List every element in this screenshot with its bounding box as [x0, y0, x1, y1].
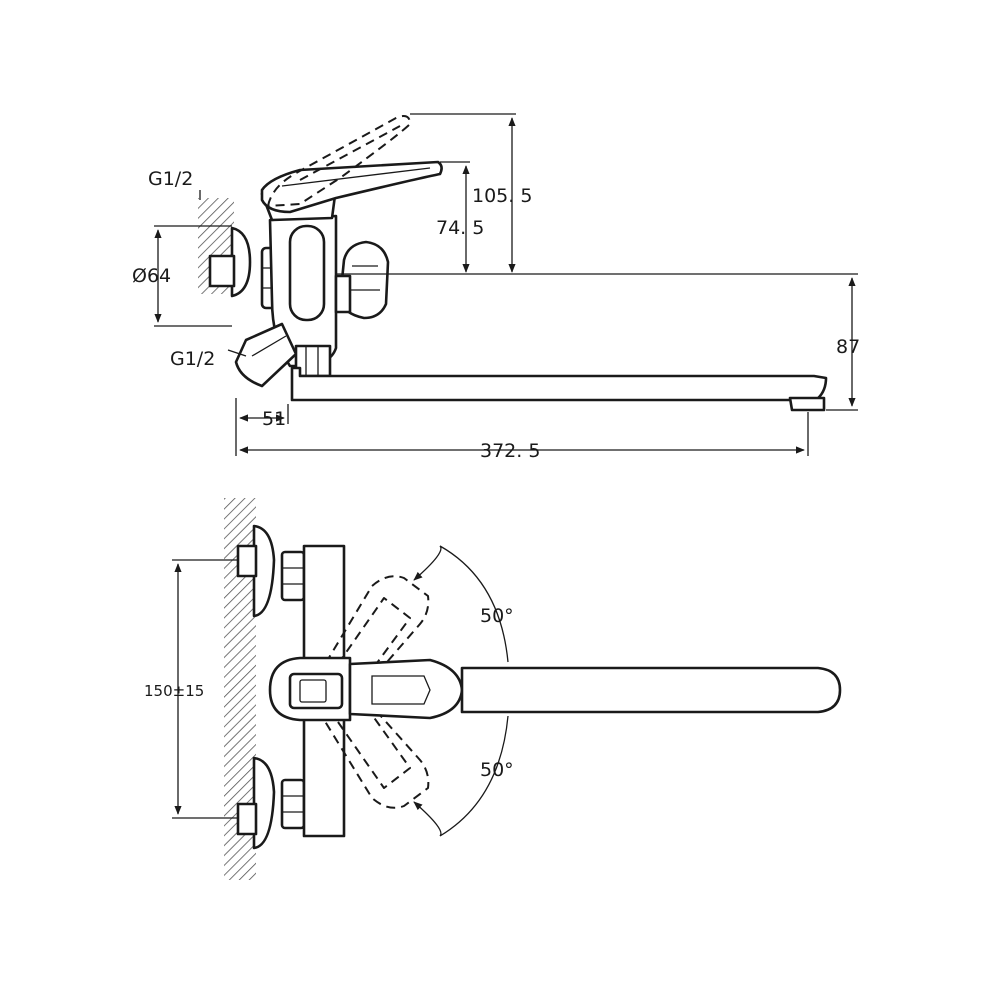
aerator-side: [788, 396, 826, 412]
lever-raised-dashed: [267, 115, 411, 207]
rotation-arc-upper: [413, 545, 509, 663]
height-lever-label: 74. 5: [436, 217, 484, 239]
side-view: G1/2 Ø64 G1/2 105. 5 74. 5 87 51 372. 5: [132, 113, 860, 462]
spout-drop-label: 87: [836, 336, 860, 358]
spout-side: [290, 366, 828, 402]
upper-nut: [280, 550, 306, 602]
handle-lever-top: [348, 658, 464, 720]
thread-bottom-label: G1/2: [170, 348, 215, 370]
wall-connector: [208, 254, 236, 288]
lower-flange: [252, 756, 276, 850]
handle-rotated-down-dashed: [317, 685, 430, 809]
diverter-knob: [338, 240, 390, 320]
handle-rotated-up-dashed: [317, 575, 430, 701]
spout-reach-label: 372. 5: [480, 440, 540, 462]
diameter-label: Ø64: [132, 265, 171, 287]
offset-label: 51: [262, 408, 286, 430]
top-view: 50° 50° 150±15: [144, 498, 842, 880]
thread-top-label: G1/2: [148, 168, 193, 190]
upper-flange: [252, 524, 276, 618]
rotation-upper-label: 50°: [480, 605, 514, 627]
lower-wall-connector: [236, 802, 258, 836]
spout-top: [460, 666, 842, 714]
lower-nut: [280, 778, 306, 830]
body-inner-side: [288, 224, 326, 322]
rotation-arc-lower: [413, 715, 509, 837]
rotation-lower-label: 50°: [480, 759, 514, 781]
wall-flange-side: [230, 226, 252, 298]
centre-distance-label: 150±15: [144, 682, 204, 700]
height-lever-raised-label: 105. 5: [472, 185, 532, 207]
upper-wall-connector: [236, 544, 258, 578]
